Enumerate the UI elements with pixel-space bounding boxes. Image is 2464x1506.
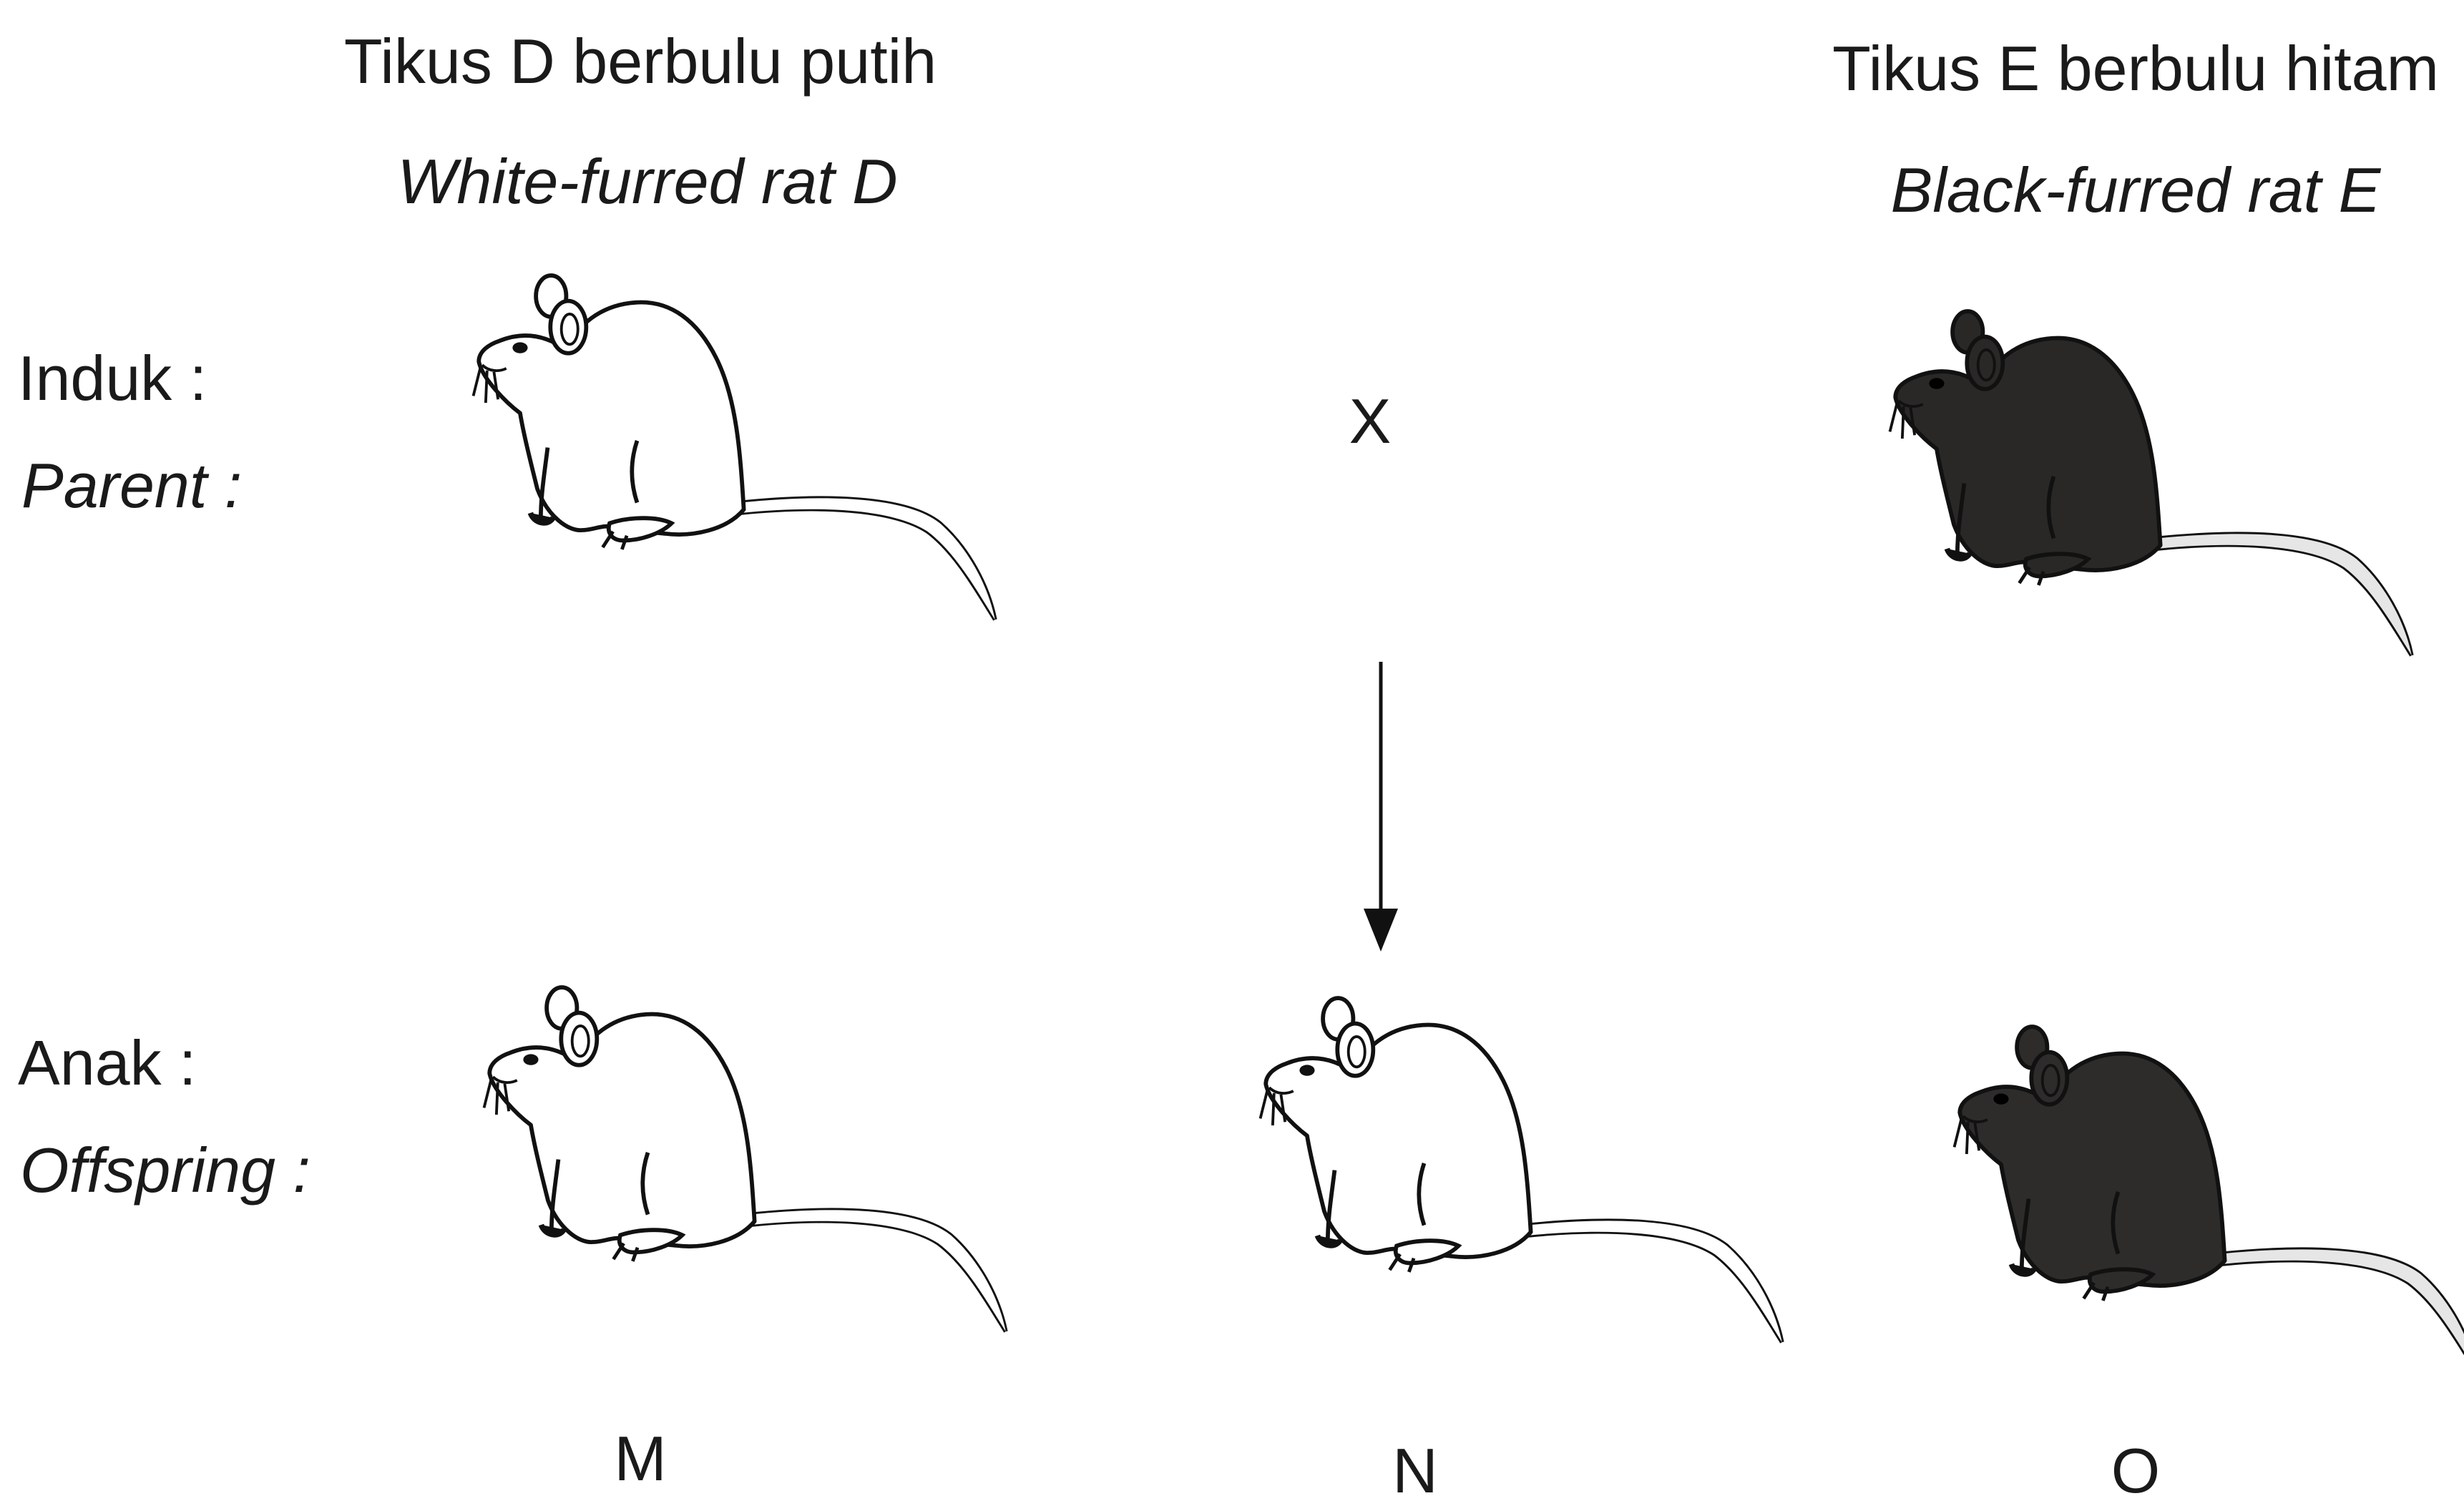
offspring-m-letter: M [614,1423,667,1494]
rat-d-illustration [465,265,1009,651]
offspring-row-label-english: Offspring : [20,1135,311,1206]
parent-row-label-english: Parent : [21,450,243,521]
rat-e-label: Tikus E berbulu hitam [1832,33,2439,104]
down-arrow [1359,662,1402,955]
parent-row-label: Induk : [18,343,207,414]
rat-d-label: Tikus D berbulu putih [343,26,937,97]
offspring-n-illustration [1252,987,1796,1374]
offspring-n-letter: N [1392,1435,1438,1506]
offspring-m-illustration [476,977,1020,1363]
down-arrow-icon [1364,662,1398,952]
rat-e-illustration [1882,300,2425,687]
rat-e-label-english: Black-furred rat E [1890,155,2381,225]
offspring-row-label: Anak : [18,1027,197,1098]
offspring-o-letter: O [2111,1435,2161,1506]
offspring-o-illustration [1946,1016,2464,1402]
cross-symbol: X [1349,386,1392,456]
rat-d-label-english: White-furred rat D [397,146,898,217]
